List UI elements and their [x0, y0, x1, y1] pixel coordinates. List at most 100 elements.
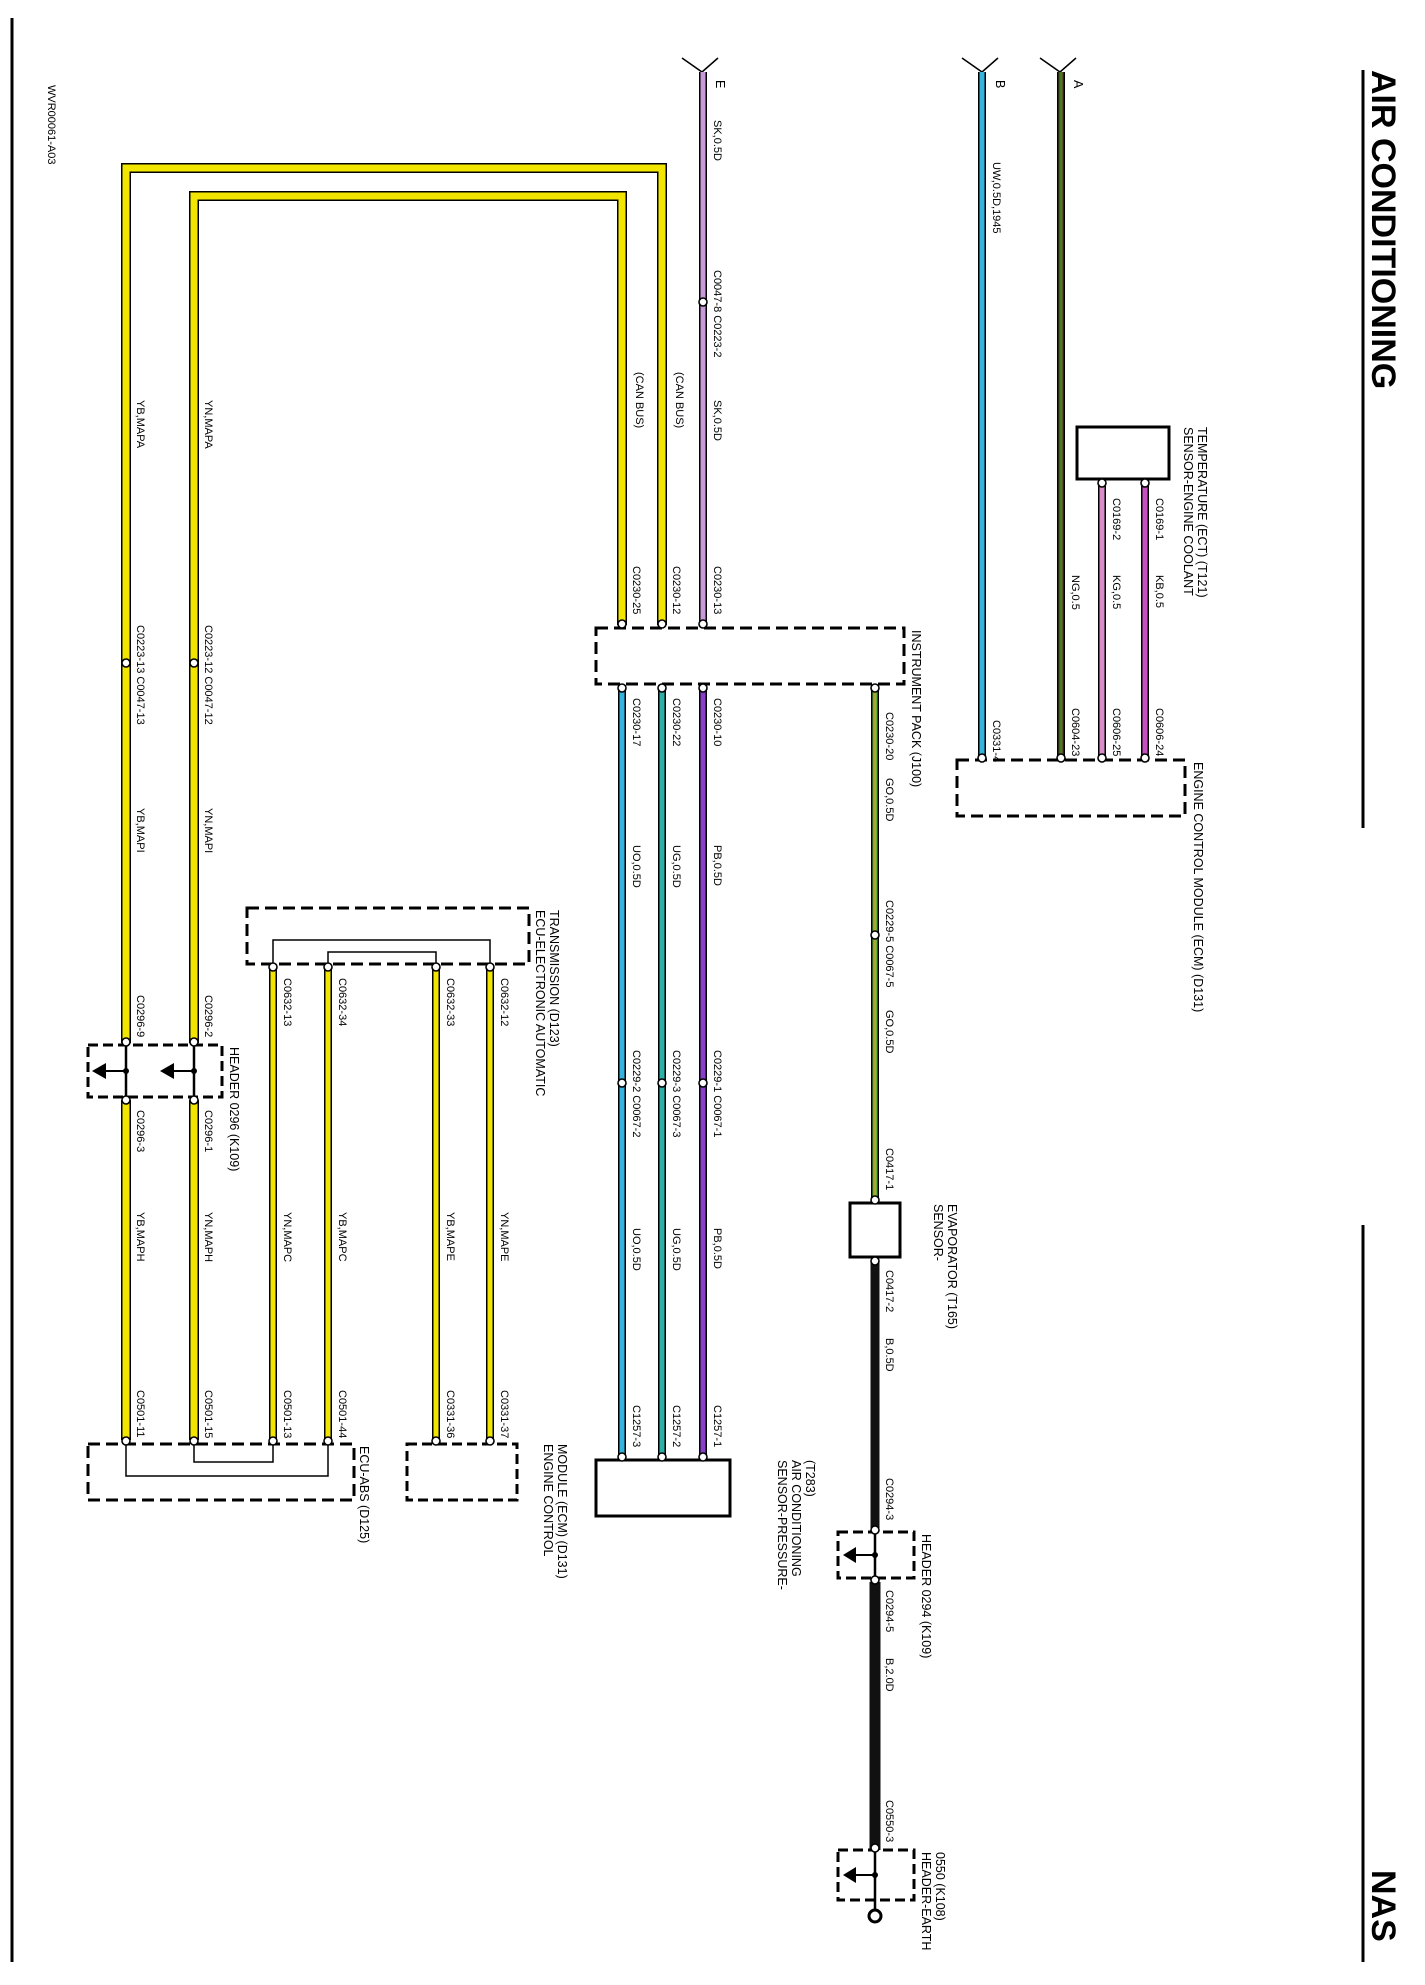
evaporator-sensor-label-line: EVAPORATOR (T165): [945, 1204, 959, 1329]
connector-label: C0632-12: [498, 978, 510, 1026]
wire-label: YB,MAPH: [134, 1212, 146, 1262]
wire-label: KB,0.5: [1153, 575, 1165, 608]
terminal[interactable]: [698, 619, 708, 629]
wire-label: YB,MAPA: [134, 400, 146, 449]
terminal[interactable]: [189, 1095, 199, 1105]
terminal[interactable]: [657, 1078, 667, 1088]
connector-label: C0230-25: [630, 566, 642, 614]
connector-label: C0223-12 C0047-12: [202, 625, 214, 725]
connector-label: C0417-2: [883, 1270, 895, 1312]
terminal[interactable]: [121, 658, 131, 668]
terminal[interactable]: [323, 962, 333, 972]
connector-label: C0632-33: [444, 978, 456, 1026]
terminal[interactable]: [323, 1436, 333, 1446]
ecm-bottom-label-line: MODULE (ECM) (D131): [555, 1444, 569, 1579]
terminal[interactable]: [617, 619, 627, 629]
terminal[interactable]: [121, 1037, 131, 1047]
connector-label: C0047-8 C0223-2: [711, 270, 723, 357]
terminal[interactable]: [1140, 478, 1150, 488]
transmission-ecu-label: ECU-ELECTRONIC AUTOMATICTRANSMISSION (D1…: [533, 910, 561, 1096]
wire-label: UO,0.5D: [630, 845, 642, 888]
header-0294-splice: [843, 1532, 878, 1578]
ecm-top-box[interactable]: [955, 758, 1187, 818]
connector-label: C1257-2: [670, 1405, 682, 1447]
ecm-bottom-box[interactable]: [405, 1442, 519, 1502]
ect-sensor-box[interactable]: [1075, 425, 1171, 481]
terminal[interactable]: [485, 962, 495, 972]
terminal[interactable]: [657, 683, 667, 693]
terminal[interactable]: [698, 1078, 708, 1088]
transmission-ecu-label-line: ECU-ELECTRONIC AUTOMATIC: [533, 910, 547, 1096]
transmission-ecu-label-line: TRANSMISSION (D123): [547, 910, 561, 1047]
wire-label: (CAN BUS): [633, 372, 645, 428]
terminal[interactable]: [617, 1078, 627, 1088]
terminal[interactable]: [431, 1436, 441, 1446]
ecm-bottom-label: ENGINE CONTROLMODULE (ECM) (D131): [541, 1444, 569, 1579]
connector-label: C0501-15: [202, 1390, 214, 1438]
terminal[interactable]: [189, 1436, 199, 1446]
pressure-sensor-label: SENSOR-PRESSURE-AIR CONDITIONING(T283): [775, 1460, 817, 1590]
terminal[interactable]: [870, 1195, 880, 1205]
wire-label: YB,MAPI: [134, 808, 146, 853]
evaporator-sensor-label-line: SENSOR-: [931, 1204, 945, 1261]
terminal[interactable]: [698, 297, 708, 307]
connector-label: C0296-1: [202, 1110, 214, 1152]
terminal[interactable]: [431, 962, 441, 972]
terminal[interactable]: [1056, 753, 1066, 763]
connector-label: C0230-12: [670, 566, 682, 614]
header-earth-label: HEADER-EARTH0550 (K108): [919, 1852, 947, 1950]
terminal[interactable]: [189, 1037, 199, 1047]
wire-label: YN,MAPH: [202, 1212, 214, 1262]
terminal[interactable]: [870, 1525, 880, 1535]
terminal[interactable]: [657, 1452, 667, 1462]
ect-sensor-label-line: TEMPERATURE (ECT) (T121): [1195, 427, 1209, 598]
terminal[interactable]: [977, 753, 987, 763]
terminal[interactable]: [268, 1436, 278, 1446]
terminal[interactable]: [870, 1843, 880, 1853]
connector-label: C0169-1: [1153, 498, 1165, 540]
terminal[interactable]: [870, 930, 880, 940]
ecm-top-label: ENGINE CONTROL MODULE (ECM) (D131): [1191, 762, 1205, 1012]
wire-label: YB,MAPE: [444, 1212, 456, 1261]
connector-label: C0331-36: [444, 1390, 456, 1438]
wire-label: YB,MAPC: [336, 1212, 348, 1262]
terminal[interactable]: [870, 683, 880, 693]
terminal[interactable]: [698, 1452, 708, 1462]
abs-ecu-label: ECU-ABS (D125): [357, 1446, 371, 1543]
evaporator-sensor-box[interactable]: [848, 1201, 902, 1259]
terminal[interactable]: [121, 1095, 131, 1105]
connector-label: C0230-10: [711, 698, 723, 746]
wire-label: SK,0.5D: [711, 120, 723, 161]
connector-label: C0229-1 C0067-1: [711, 1050, 723, 1137]
pressure-sensor-box[interactable]: [594, 1458, 732, 1518]
connector-label: C0296-3: [134, 1110, 146, 1152]
terminal[interactable]: [657, 619, 667, 629]
wire-label: GO,0.5D: [883, 1010, 895, 1053]
terminal[interactable]: [617, 1452, 627, 1462]
connector-label: C1257-1: [711, 1405, 723, 1447]
header-0296-splice-left: [92, 1045, 129, 1097]
terminal[interactable]: [870, 1575, 880, 1585]
connector-label: C0331-37: [498, 1390, 510, 1438]
transmission-ecu-box[interactable]: [245, 906, 531, 966]
terminal[interactable]: [485, 1436, 495, 1446]
header-earth-label-line: 0550 (K108): [933, 1852, 947, 1921]
terminal[interactable]: [1140, 753, 1150, 763]
terminal[interactable]: [870, 1256, 880, 1266]
terminal[interactable]: [617, 683, 627, 693]
terminal[interactable]: [698, 683, 708, 693]
terminal[interactable]: [189, 658, 199, 668]
connector-label: C0501-44: [336, 1390, 348, 1438]
wire-label: UO,0.5D: [630, 1228, 642, 1271]
instrument-pack-box[interactable]: [594, 626, 906, 686]
wire-label: YN,MAPC: [281, 1212, 293, 1262]
abs-ecu-box[interactable]: [86, 1442, 356, 1502]
terminal[interactable]: [268, 962, 278, 972]
terminal[interactable]: [1097, 478, 1107, 488]
wire-label: YN,MAPE: [498, 1212, 510, 1262]
connector-label: C1257-3: [630, 1405, 642, 1447]
terminal[interactable]: [121, 1436, 131, 1446]
terminal[interactable]: [1097, 753, 1107, 763]
